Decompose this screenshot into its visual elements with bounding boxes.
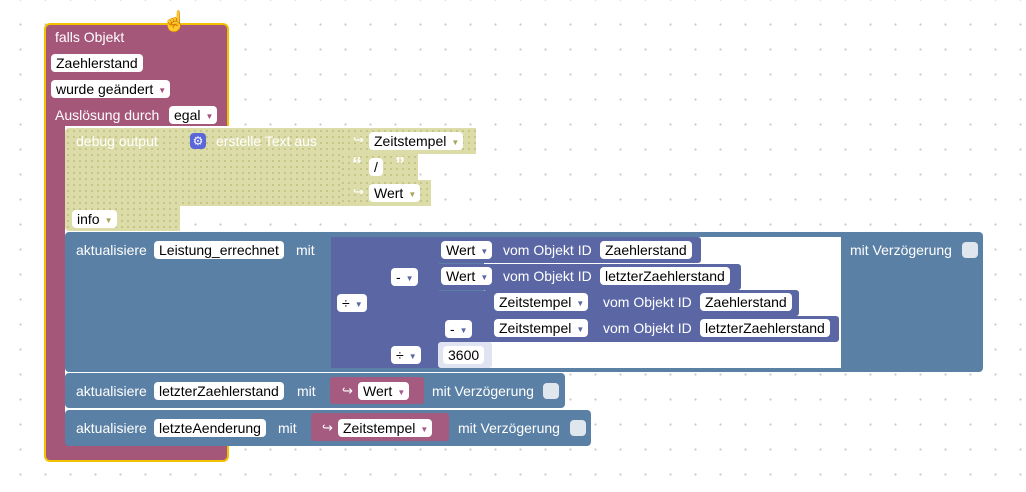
dropdown-arrow-icon: ▼ (104, 216, 113, 225)
value-type-dropdown-3[interactable]: Zeitstempel ▼ (494, 293, 589, 311)
quote-close-icon: ” (395, 154, 405, 176)
divisor-field[interactable]: 3600 (443, 346, 485, 364)
value-type-label: Wert (446, 242, 476, 258)
part3-var-label: Wert (374, 185, 404, 201)
dropdown-arrow-icon: ▼ (205, 112, 214, 121)
minus-operator-dropdown[interactable]: -▼ (391, 268, 418, 286)
from-object-label: vom Objekt ID (603, 294, 692, 310)
value-type-dropdown-4[interactable]: Zeitstempel ▼ (494, 319, 589, 337)
variable-return-icon: ↪ (322, 420, 333, 435)
value-type-label: Wert (446, 268, 476, 284)
text-join-label: erstelle Text aus (216, 133, 317, 149)
dropdown-arrow-icon: ▼ (408, 190, 417, 199)
variable-label: Zeitstempel (343, 420, 416, 436)
outer-operator-dropdown[interactable]: ÷▼ (337, 294, 367, 312)
dropdown-arrow-icon: ▼ (576, 299, 585, 308)
delay-label: mit Verzögerung (458, 420, 560, 436)
dropdown-arrow-icon: ▼ (459, 326, 468, 335)
event-block-header[interactable] (44, 23, 229, 126)
object-id-field-4[interactable]: letzterZaehlerstand (700, 319, 830, 337)
from-object-label: vom Objekt ID (503, 242, 592, 258)
delay-checkbox[interactable] (570, 420, 586, 436)
value-type-label: Zeitstempel (499, 320, 572, 336)
debug-block[interactable] (65, 128, 180, 231)
part1-var-dropdown[interactable]: Zeitstempel ▼ (369, 132, 464, 150)
update-label: aktualisiere (76, 242, 147, 258)
variable-label: Wert (363, 383, 393, 399)
trigger-dropdown-label: egal (174, 107, 201, 123)
minus-operator-label: - (396, 269, 401, 285)
trigger-label: Auslösung durch (55, 107, 160, 123)
debug-label: debug output (76, 133, 158, 149)
dropdown-arrow-icon: ▼ (420, 425, 429, 434)
dropdown-arrow-icon: ▼ (354, 300, 363, 309)
object-id-field-3[interactable]: Zaehlerstand (700, 293, 792, 311)
dropdown-arrow-icon: ▼ (405, 274, 414, 283)
dropdown-arrow-icon: ▼ (397, 388, 406, 397)
from-object-label: vom Objekt ID (603, 320, 692, 336)
outer-operator-label: ÷ (342, 295, 350, 311)
minus-operator-label: - (450, 321, 455, 337)
dropdown-arrow-icon: ▼ (480, 247, 489, 256)
update-label: aktualisiere (76, 420, 147, 436)
hand-cursor-icon: ☝ (162, 11, 187, 33)
update-label: aktualisiere (76, 383, 147, 399)
with-label: mit (278, 420, 297, 436)
change-dropdown-label: wurde geändert (56, 81, 154, 97)
dropdown-arrow-icon: ▼ (451, 138, 460, 147)
dropdown-arrow-icon: ▼ (480, 273, 489, 282)
part1-var-label: Zeitstempel (374, 133, 447, 149)
with-label: mit (296, 242, 315, 258)
delay-label: mit Verzögerung (432, 383, 534, 399)
with-label: mit (297, 383, 316, 399)
divide-operator-dropdown[interactable]: ÷▼ (391, 346, 421, 364)
change-dropdown[interactable]: wurde geändert ▼ (51, 80, 171, 98)
part2-text-field[interactable]: / (369, 158, 383, 176)
target-field[interactable]: letzteAenderung (154, 419, 266, 437)
text-join-block[interactable] (180, 128, 342, 206)
minus-operator-dropdown-time[interactable]: -▼ (445, 320, 472, 338)
gear-icon[interactable]: ⚙ (190, 133, 206, 149)
delay-checkbox[interactable] (543, 383, 559, 399)
divide-operator-label: ÷ (396, 347, 404, 363)
object-id-field[interactable]: Zaehlerstand (51, 54, 143, 72)
variable-return-icon: ↪ (353, 184, 364, 199)
variable-return-icon: ↪ (353, 132, 364, 147)
dropdown-arrow-icon: ▼ (408, 352, 417, 361)
debug-level-dropdown[interactable]: info ▼ (72, 210, 117, 228)
update-block-letzter[interactable] (65, 373, 565, 408)
target-field[interactable]: Leistung_errechnet (154, 241, 284, 259)
event-block-body (44, 124, 65, 440)
variable-dropdown[interactable]: Zeitstempel ▼ (338, 419, 433, 437)
part3-var-dropdown[interactable]: Wert ▼ (369, 184, 421, 202)
value-type-label: Zeitstempel (499, 294, 572, 310)
variable-return-icon: ↪ (342, 383, 353, 398)
value-type-dropdown-2[interactable]: Wert ▼ (441, 267, 493, 285)
debug-level-label: info (77, 211, 100, 227)
quote-open-icon: “ (352, 154, 362, 176)
from-object-label: vom Objekt ID (503, 268, 592, 284)
trigger-dropdown[interactable]: egal ▼ (169, 106, 218, 124)
object-id-field-2[interactable]: letzterZaehlerstand (600, 267, 730, 285)
object-id-field-1[interactable]: Zaehlerstand (600, 241, 692, 259)
target-field[interactable]: letzterZaehlerstand (154, 382, 284, 400)
delay-checkbox[interactable] (962, 242, 978, 258)
variable-dropdown[interactable]: Wert ▼ (358, 382, 410, 400)
event-title: falls Objekt (55, 29, 125, 45)
dropdown-arrow-icon: ▼ (158, 86, 167, 95)
dropdown-arrow-icon: ▼ (576, 325, 585, 334)
value-type-dropdown-1[interactable]: Wert ▼ (441, 241, 493, 259)
delay-label: mit Verzögerung (850, 242, 952, 258)
